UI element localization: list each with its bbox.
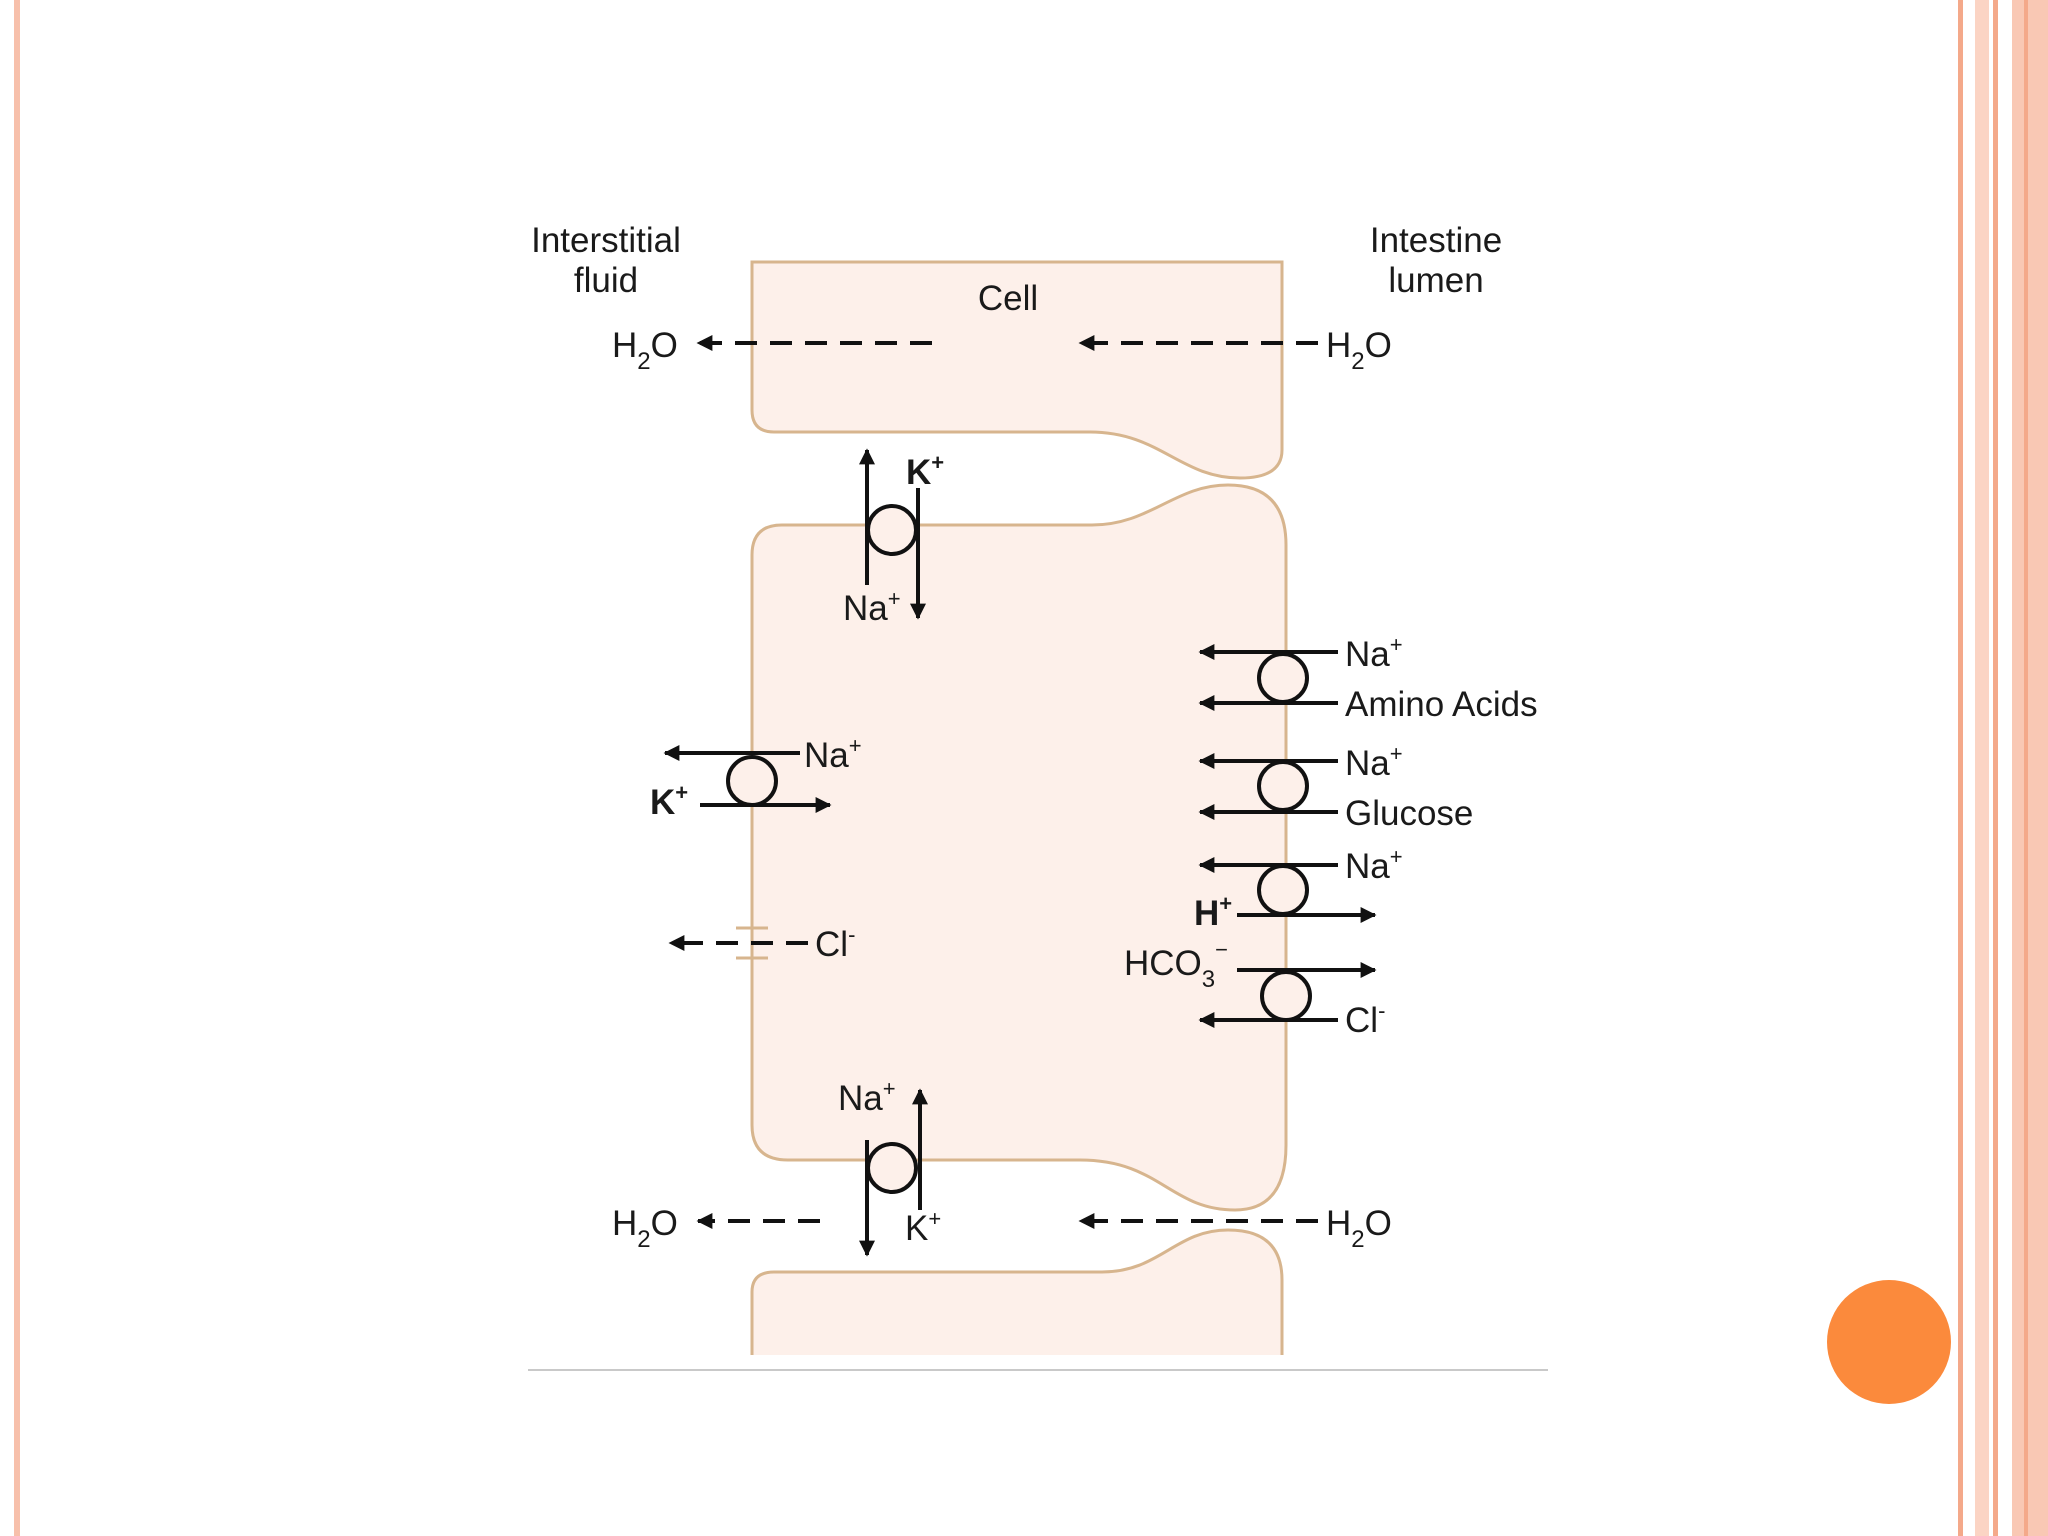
na-amino-acid-cotransporter (1198, 644, 1338, 711)
slide-frame-right-line-2 (1975, 0, 1989, 1536)
slide-frame-right-line-1 (1958, 0, 1963, 1536)
slide-frame-right-line-4 (2012, 0, 2048, 1536)
glucose-label: Glucose (1345, 794, 1473, 833)
slide-frame-right-line-3 (1993, 0, 1998, 1536)
k-label-bottom-pump: K+ (905, 1206, 941, 1248)
slide-frame-inner-line (14, 0, 20, 1536)
hco3-label: HCO3− (1124, 937, 1228, 993)
na-h-exchanger (1198, 857, 1377, 923)
interstitial-fluid-label-1: Interstitial (531, 221, 681, 260)
slide-frame-right-line-5 (2024, 0, 2028, 1536)
h2o-label-top-right: H2O (1326, 326, 1392, 375)
amino-acids-label: Amino Acids (1345, 685, 1538, 724)
cell-top (750, 260, 1284, 480)
svg-text:H2O: H2O (612, 1204, 678, 1253)
k-label-left-pump: K+ (650, 780, 688, 822)
cl-label-channel: Cl- (815, 922, 855, 964)
h2o-label-bottom-left: H2O (612, 1204, 678, 1253)
na-label-bottom-pump: Na+ (838, 1076, 896, 1118)
na-glucose-cotransporter (1198, 753, 1338, 820)
intestine-lumen-label-2: lumen (1388, 261, 1483, 300)
intestine-lumen-label-1: Intestine (1370, 221, 1502, 260)
svg-text:H2O: H2O (1326, 326, 1392, 375)
na-label-h-exchanger: Na+ (1345, 844, 1403, 886)
accent-circle (1827, 1280, 1951, 1404)
cl-label-exchanger: Cl- (1345, 998, 1385, 1040)
na-label-top-pump: Na+ (843, 586, 901, 628)
na-label-amino-acid: Na+ (1345, 632, 1403, 674)
h-label: H+ (1194, 891, 1232, 933)
svg-text:H2O: H2O (612, 326, 678, 375)
na-label-glucose: Na+ (1345, 741, 1403, 783)
top-na-k-pump (859, 448, 926, 620)
basolateral-na-k-pump (663, 745, 832, 813)
cell-bottom (750, 1228, 1284, 1355)
cell-middle (750, 483, 1288, 1212)
h2o-label-bottom-right: H2O (1326, 1204, 1392, 1253)
svg-text:HCO3−: HCO3− (1124, 937, 1228, 993)
interstitial-fluid-label-2: fluid (574, 261, 638, 300)
h2o-label-top-left: H2O (612, 326, 678, 375)
na-label-left-pump: Na+ (804, 733, 862, 775)
cell-label: Cell (978, 279, 1038, 318)
hco3-cl-exchanger (1198, 962, 1377, 1028)
bottom-na-k-pump (859, 1088, 928, 1257)
k-label-top-pump: K+ (906, 450, 944, 492)
chloride-channel (668, 926, 808, 960)
svg-text:H2O: H2O (1326, 1204, 1392, 1253)
